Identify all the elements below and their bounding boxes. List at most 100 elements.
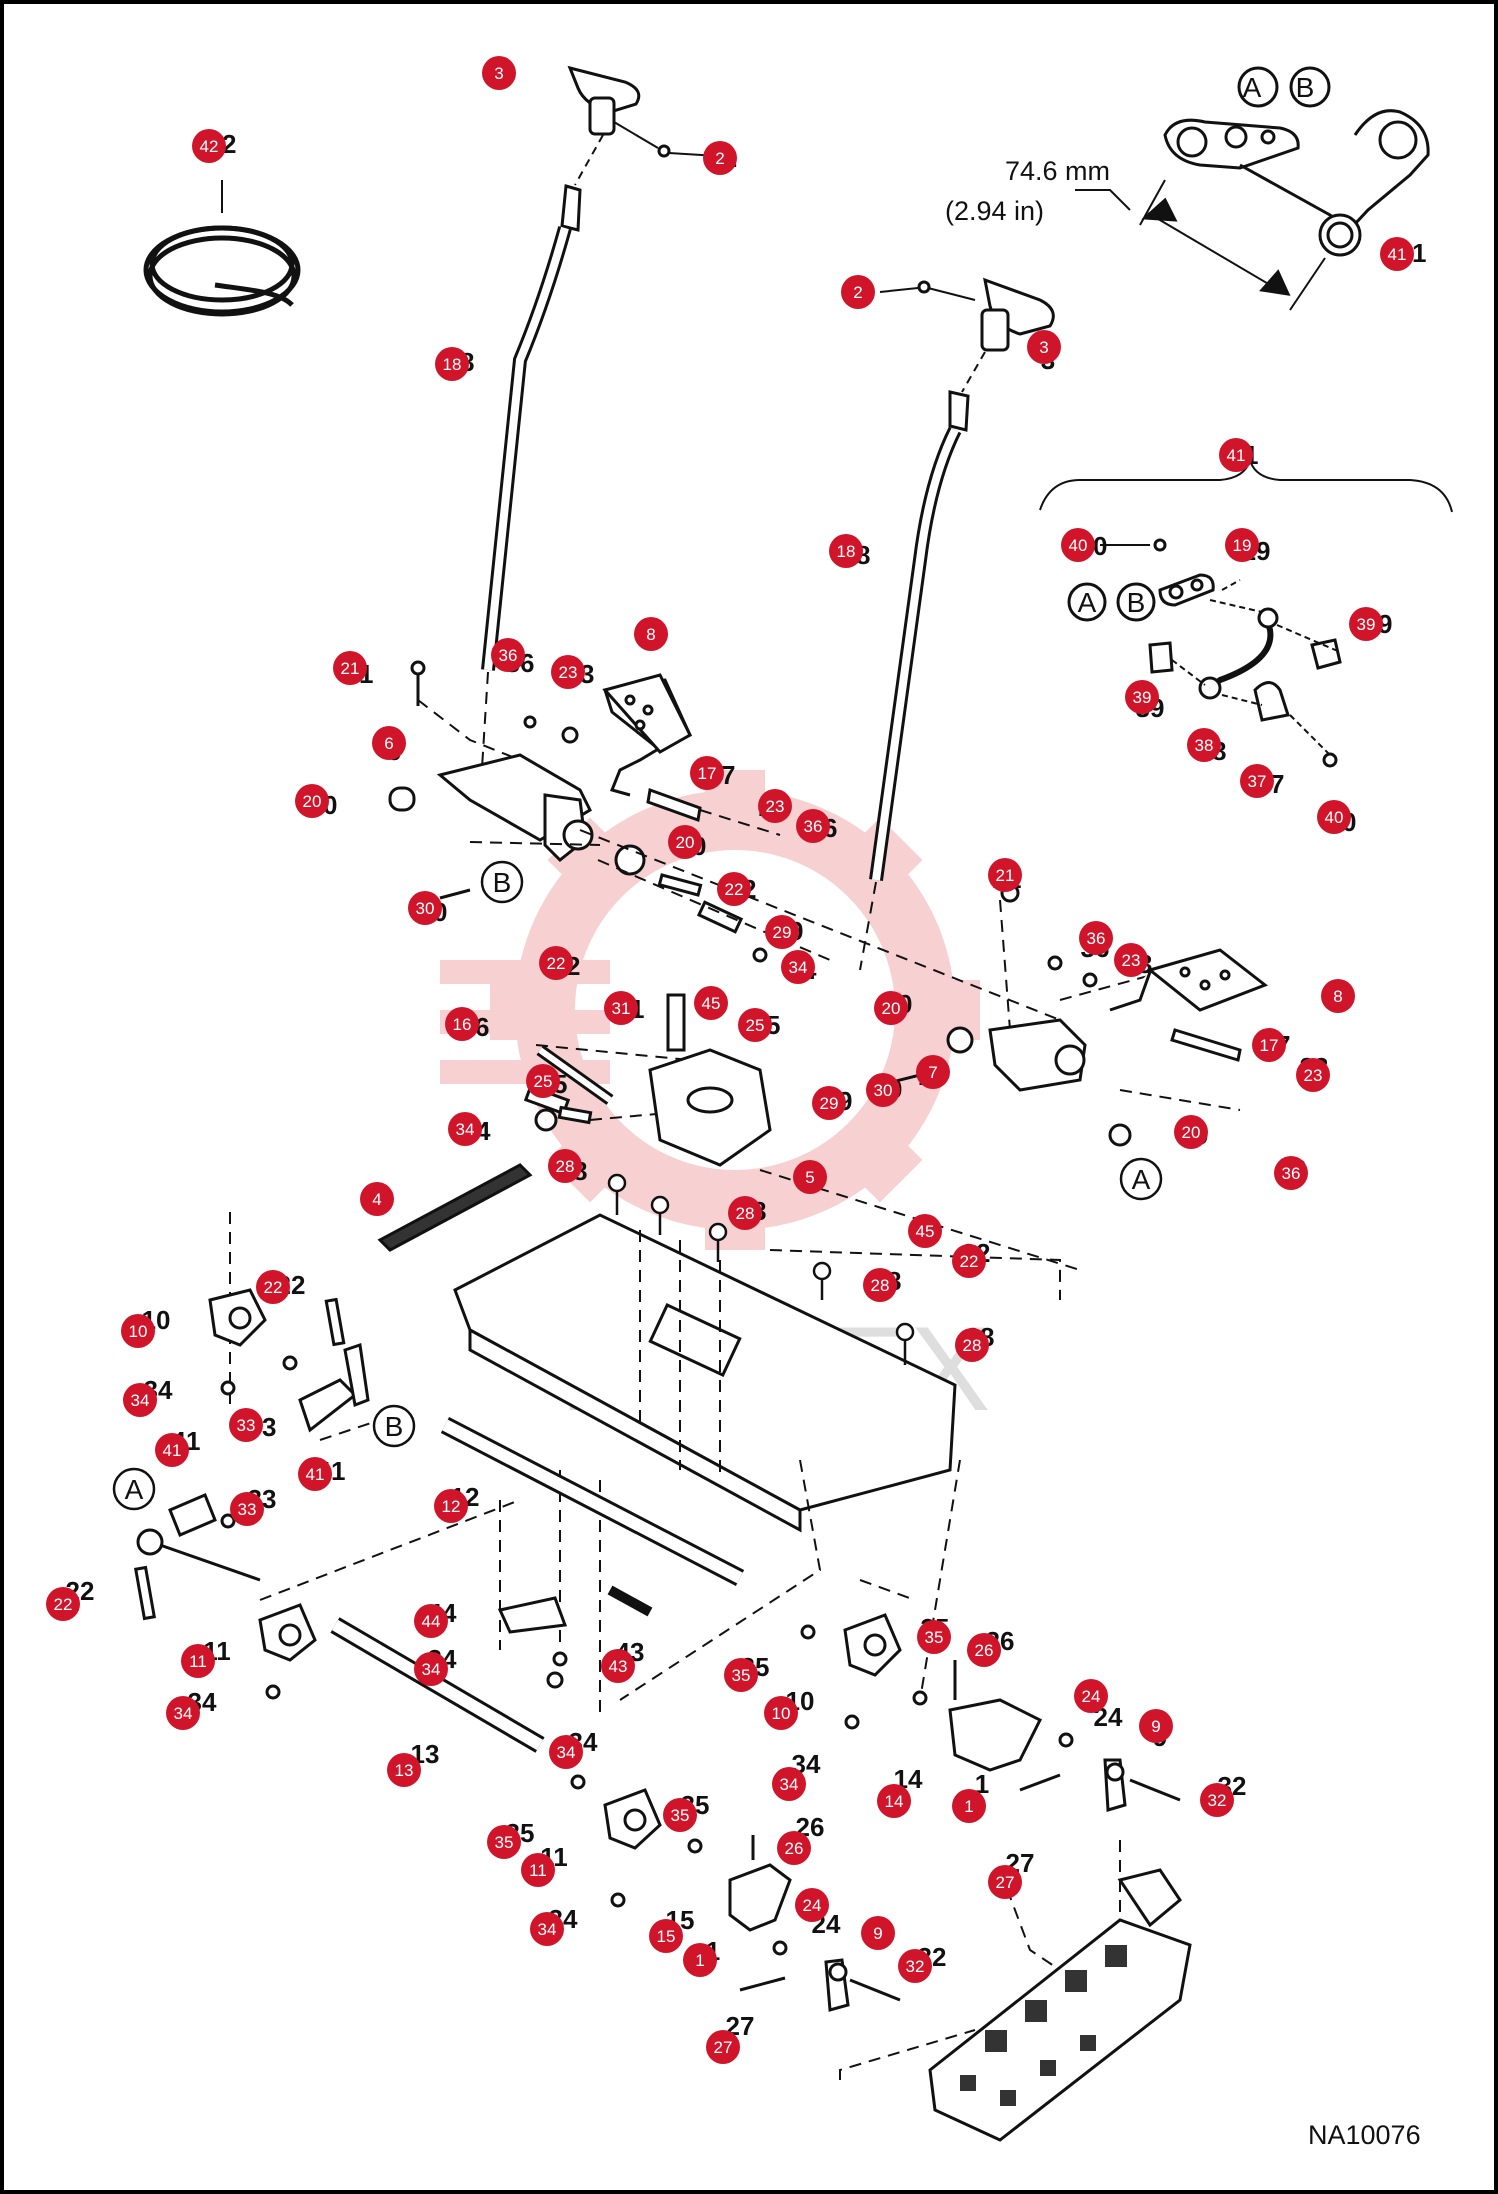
callout-badge-number: 34 bbox=[131, 1391, 150, 1410]
callout-badge: 4 bbox=[360, 1182, 394, 1216]
callout-badge-circle bbox=[829, 534, 863, 568]
callout-badge-circle bbox=[683, 1943, 717, 1977]
callout-badge-number: 36 bbox=[1282, 1164, 1301, 1183]
reference-circle-a bbox=[1067, 582, 1107, 622]
callout-badge: 3 bbox=[1027, 330, 1061, 364]
callout-badge: 39 bbox=[1125, 680, 1159, 714]
callout-badge-number: 35 bbox=[671, 1806, 690, 1825]
callout-badge-circle bbox=[634, 617, 668, 651]
callout-badge-number: 20 bbox=[882, 999, 901, 1018]
callout-badge-number: 36 bbox=[1087, 929, 1106, 948]
callout-badge: 1 bbox=[683, 1943, 717, 1977]
callout-badge-number: 3 bbox=[494, 64, 503, 83]
callout-badge-number: 32 bbox=[1208, 1791, 1227, 1810]
callout-badge: 24 bbox=[795, 1888, 829, 1922]
reference-letter: A bbox=[1078, 587, 1097, 618]
callout-badge-circle bbox=[874, 991, 908, 1025]
callout-badge-circle bbox=[952, 1244, 986, 1278]
callout-badge-number: 4 bbox=[372, 1190, 381, 1209]
callout-badge-circle bbox=[663, 1798, 697, 1832]
callout-badge-number: 12 bbox=[442, 1497, 461, 1516]
callout-badge-number: 25 bbox=[746, 1016, 765, 1035]
callout-badge-circle bbox=[1125, 680, 1159, 714]
callout-badge-number: 36 bbox=[499, 646, 518, 665]
callout-badge-number: 28 bbox=[736, 1204, 755, 1223]
callout-badge-number: 7 bbox=[928, 1063, 937, 1082]
callout-badge-circle bbox=[414, 1652, 448, 1686]
callout-badge-number: 38 bbox=[1195, 736, 1214, 755]
rubber-strip bbox=[377, 1163, 533, 1252]
callout-badge-number: 17 bbox=[698, 764, 717, 783]
callout-badge: 2 bbox=[703, 141, 737, 175]
callout-badge-circle bbox=[1074, 1679, 1108, 1713]
callout-badge-circle bbox=[604, 991, 638, 1025]
callout-badge-circle bbox=[866, 1073, 900, 1107]
callout-badge: 34 bbox=[414, 1652, 448, 1686]
callout-badge-circle bbox=[414, 1604, 448, 1638]
callout-badge: 41 bbox=[1219, 438, 1253, 472]
right-control-lever bbox=[859, 277, 1055, 971]
callout-badge: 41 bbox=[1380, 237, 1414, 271]
callout-badge: 10 bbox=[121, 1314, 155, 1348]
reference-letter: B bbox=[1296, 72, 1315, 103]
callout-badge-number: 11 bbox=[189, 1652, 207, 1671]
callout-badge-number: 19 bbox=[1233, 536, 1252, 555]
reference-letter: B bbox=[1127, 587, 1146, 618]
callout-badge-number: 26 bbox=[785, 1839, 804, 1858]
callout-badge-number: 23 bbox=[1304, 1066, 1323, 1085]
callout-badge-number: 35 bbox=[732, 1666, 751, 1685]
callout-badge-circle bbox=[877, 1784, 911, 1818]
callout-badge: 23 bbox=[1296, 1058, 1330, 1092]
callout-badge-circle bbox=[917, 1620, 951, 1654]
callout-badge: 8 bbox=[634, 617, 668, 651]
callout-badge-number: 1 bbox=[964, 1797, 973, 1816]
callout-badge-number: 39 bbox=[1357, 615, 1376, 634]
callout-badge: 34 bbox=[772, 1767, 806, 1801]
callout-badge: 20 bbox=[1174, 1115, 1208, 1149]
callout-badge-circle bbox=[123, 1383, 157, 1417]
callout-badge-number: 11 bbox=[529, 1861, 547, 1880]
callout-badge: 22 bbox=[952, 1244, 986, 1278]
callout-badge-number: 18 bbox=[443, 355, 462, 374]
callout-badge: 18 bbox=[829, 534, 863, 568]
callout-badge-number: 10 bbox=[772, 1704, 791, 1723]
callout-badge-number: 22 bbox=[54, 1595, 73, 1614]
callout-badge: 26 bbox=[777, 1831, 811, 1865]
dimension-imperial: (2.94 in) bbox=[945, 196, 1044, 226]
callout-badge: 45 bbox=[908, 1214, 942, 1248]
callout-badge-circle bbox=[445, 1007, 479, 1041]
callout-badge: 29 bbox=[812, 1086, 846, 1120]
callout-badge-circle bbox=[1061, 528, 1095, 562]
callout-badge-circle bbox=[772, 1767, 806, 1801]
callout-badge-number: 45 bbox=[916, 1222, 935, 1241]
callout-badge-circle bbox=[738, 1008, 772, 1042]
callout-badge: 28 bbox=[548, 1149, 582, 1183]
part-number: 1 bbox=[975, 1769, 989, 1799]
callout-badge-circle bbox=[387, 1753, 421, 1787]
callout-badge-circle bbox=[121, 1314, 155, 1348]
callout-badge-number: 32 bbox=[906, 1957, 925, 1976]
callout-badge-number: 6 bbox=[384, 734, 393, 753]
callout-badge-circle bbox=[728, 1196, 762, 1230]
callout-badge-circle bbox=[295, 784, 329, 818]
callout-badge-number: 22 bbox=[960, 1252, 979, 1271]
dashed-leaders-upper bbox=[417, 699, 1241, 1121]
callout-badge: 8 bbox=[1321, 979, 1355, 1013]
callout-badge: 18 bbox=[435, 347, 469, 381]
right-foot-pedal bbox=[1109, 948, 1269, 1062]
callout-badge-circle bbox=[955, 1328, 989, 1362]
callout-badge: 2 bbox=[841, 275, 875, 309]
callout-badge-circle bbox=[952, 1789, 986, 1823]
callout-badge-circle bbox=[777, 1831, 811, 1865]
callout-badge: 29 bbox=[765, 915, 799, 949]
reference-circle-a bbox=[1237, 66, 1279, 108]
callout-badge: 20 bbox=[668, 825, 702, 859]
callout-badge: 36 bbox=[796, 809, 830, 843]
reference-circle-b bbox=[1116, 582, 1156, 622]
callout-badge-number: 21 bbox=[996, 866, 1015, 885]
callout-badge-number: 10 bbox=[129, 1322, 148, 1341]
callout-badge: 11 bbox=[181, 1644, 215, 1678]
callout-badge-circle bbox=[706, 2030, 740, 2064]
